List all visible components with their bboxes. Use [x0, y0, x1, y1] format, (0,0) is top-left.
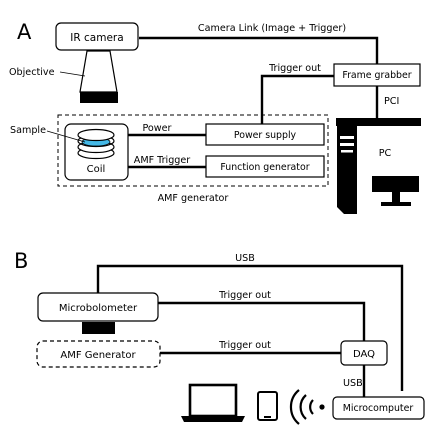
amf-generator-box — [36, 340, 161, 368]
wireless-icon — [289, 389, 325, 425]
panel-b-letter: B — [14, 249, 28, 273]
laptop-icon — [181, 383, 245, 422]
amf-generator-group-label: AMF generator — [158, 193, 229, 204]
tablet-icon — [257, 391, 278, 421]
power-label: Power — [142, 123, 171, 134]
trigger-out-wire-a — [260, 74, 334, 125]
microbolometer-label: Microbolometer — [59, 303, 138, 314]
power-supply-label: Power supply — [234, 130, 297, 141]
microbolometer-lens-icon — [82, 322, 115, 334]
ir-camera-box — [55, 22, 139, 51]
trigger-out-wire-top — [157, 301, 366, 341]
pci-label: PCI — [384, 96, 399, 107]
microcomputer-box — [332, 396, 425, 420]
trigger-out-label-a: Trigger out — [268, 63, 321, 74]
panel-a-letter: A — [17, 20, 32, 44]
coil-icon — [77, 128, 115, 160]
camera-objective-icon — [79, 50, 118, 103]
objective-label: Objective — [9, 67, 55, 78]
trigger-out-label-bottom: Trigger out — [218, 340, 271, 351]
pc-label: PC — [379, 148, 392, 159]
microcomputer-label: Microcomputer — [343, 403, 414, 414]
ir-camera-label: IR camera — [70, 32, 123, 44]
power-supply-box — [205, 123, 325, 146]
microbolometer-box — [37, 292, 159, 322]
pc-tower-icon — [336, 118, 421, 214]
camera-link-wire — [139, 36, 379, 64]
coil-label: Coil — [87, 164, 106, 175]
amf-generator-label: AMF Generator — [60, 350, 136, 361]
daq-box — [340, 340, 388, 366]
frame-grabber-label: Frame grabber — [342, 70, 411, 81]
daq-label: DAQ — [353, 349, 375, 360]
usb-top-wire — [96, 264, 404, 391]
sample-label: Sample — [10, 125, 46, 136]
frame-grabber-box — [333, 63, 421, 87]
amf-trigger-label: AMF Trigger — [134, 155, 191, 166]
trigger-out-label-top: Trigger out — [218, 290, 271, 301]
monitor-icon — [372, 176, 419, 206]
function-generator-label: Function generator — [220, 162, 309, 173]
camera-link-label: Camera Link (Image + Trigger) — [198, 23, 346, 34]
amf-generator-group — [57, 114, 329, 187]
function-generator-box — [205, 155, 325, 178]
usb-top-label: USB — [235, 253, 255, 264]
usb-bottom-label: USB — [343, 378, 363, 389]
